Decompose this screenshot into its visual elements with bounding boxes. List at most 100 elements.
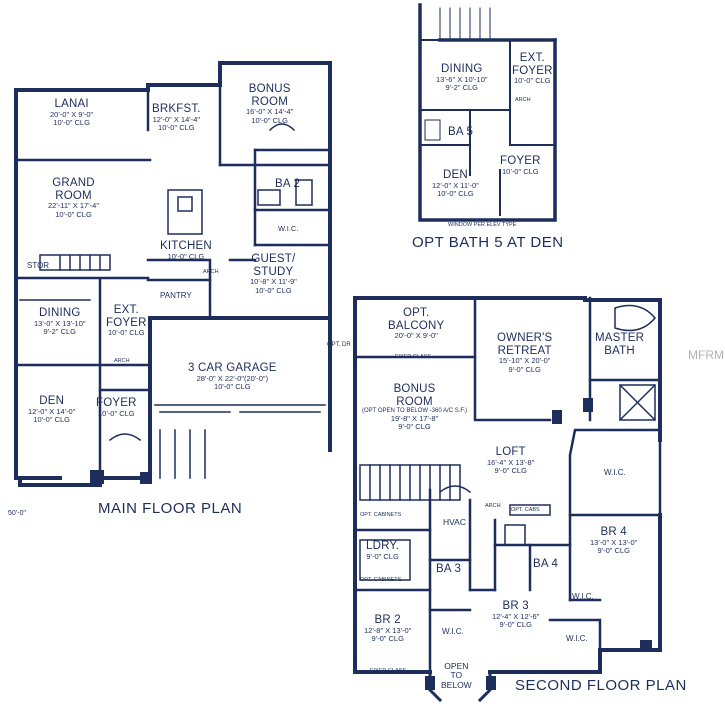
opt-foyer-name: FOYER <box>500 155 541 167</box>
br2-name: BR 2 <box>374 614 401 626</box>
room-dining-main: DINING 13'-0" X 13'-10" 9'-2" CLG <box>34 307 86 336</box>
room-lanai: LANAI 20'-0" X 9'-0" 10'-0" CLG <box>50 98 93 127</box>
brkfst-dims: 12'-0" X 14'-4" <box>152 114 201 124</box>
br3-ceiling: 9'-0" CLG <box>499 619 532 629</box>
room-br4: BR 4 13'-0" X 13'-0" 9'-0" CLG <box>590 526 637 555</box>
room-ba4: BA 4 <box>533 558 559 570</box>
loft-name: LOFT <box>495 446 526 458</box>
open-below-2: TO <box>450 670 463 681</box>
guest-name-2: STUDY <box>253 265 294 278</box>
room-kitchen: KITCHEN 10'-0" CLG <box>160 240 212 261</box>
opt-dining-name: DINING <box>441 63 483 75</box>
fixed-glass-balcony: FIXED GLASS <box>395 354 432 360</box>
balcony-name-1: OPT. <box>403 307 430 319</box>
opt-den-ceiling: 10'-0" CLG <box>437 188 474 198</box>
dining-main-ceiling: 9'-2" CLG <box>43 326 76 336</box>
bonus-main-dims: 16'-0" X 14'-4" <box>246 107 294 117</box>
br3-name: BR 3 <box>502 600 529 612</box>
lanai-ceiling: 10'-0" CLG <box>53 117 90 127</box>
br4-ceiling: 9'-0" CLG <box>597 545 630 555</box>
arch-label-opt: ARCH <box>515 97 531 103</box>
opt-foyer-ceiling: 10'-0" CLG <box>502 166 539 176</box>
opt-dining-ceiling: 9'-2" CLG <box>445 82 478 92</box>
room-wic-main: W.I.C. <box>278 224 299 233</box>
garage-ceiling: 10'-0" CLG <box>214 381 251 391</box>
fixed-glass-br2: FIXED GLASS <box>370 668 407 674</box>
second-floor-plan-title: SECOND FLOOR PLAN <box>515 677 687 694</box>
room-wic-br3: W.I.C. <box>566 634 588 643</box>
room-bonus-main: BONUS ROOM 16'-0" X 14'-4" 10'-0" CLG <box>246 83 293 125</box>
bonus-2-note: (OPT OPEN TO BELOW -360 A/C S.F.) <box>362 408 468 415</box>
room-den-main: DEN 12'-0" X 14'-0" 10'-0" CLG <box>28 395 75 424</box>
room-grand: GRAND ROOM 22'-11" X 17'-4" 10'-0" CLG <box>48 177 99 219</box>
room-balcony: OPT. BALCONY 20'-0" X 9'-0" <box>388 307 444 341</box>
master-bath-name-1: MASTER <box>595 332 645 344</box>
opt-bath-title: OPT BATH 5 AT DEN <box>412 234 564 251</box>
grand-ceiling: 10'-0" CLG <box>55 209 92 219</box>
foyer-main-name: FOYER <box>96 397 137 409</box>
kitchen-name: KITCHEN <box>160 240 212 252</box>
room-bonus-second: BONUS ROOM (OPT OPEN TO BELOW -360 A/C S… <box>362 383 467 431</box>
lanai-name: LANAI <box>54 98 89 110</box>
open-below-3: BELOW <box>441 679 472 690</box>
guest-name-1: GUEST/ <box>251 253 296 265</box>
owners-ceiling: 9'-0" CLG <box>508 364 541 374</box>
grand-name-1: GRAND <box>52 177 95 189</box>
room-br2: BR 2 12'-8" X 13'-0" 9'-0" CLG <box>364 614 411 643</box>
opt-den-dims: 12'-0" X 11'-0" <box>432 180 479 190</box>
room-opt-ba5: BA 5 <box>448 126 474 138</box>
opt-plan-interior-walls <box>419 39 556 216</box>
bonus-2-ceiling: 9'-0" CLG <box>398 422 431 432</box>
den-main-dims: 12'-0" X 14'-0" <box>28 406 76 416</box>
foyer-main-ceiling: 10'-0" CLG <box>98 408 135 418</box>
guest-ceiling: 10'-0" CLG <box>255 285 292 295</box>
room-wic-br2: W.I.C. <box>442 627 464 636</box>
open-to-below: OPEN TO BELOW <box>441 661 472 690</box>
room-opt-den: DEN 12'-0" X 11'-0" 10'-0" CLG <box>432 169 479 198</box>
opt-den-name: DEN <box>442 169 468 181</box>
opt-cabinets-ldry-bottom: OPT. CABINETS <box>360 577 402 583</box>
brkfst-ceiling: 10'-0" CLG <box>158 122 195 132</box>
bonus-main-name-1: BONUS <box>248 83 291 95</box>
opt-extfoyer-name-1: EXT. <box>519 52 545 64</box>
arch-label-loft: ARCH <box>485 503 501 509</box>
extfoyer-main-ceiling: 10'-0" CLG <box>108 328 145 338</box>
lanai-dims: 20'-0" X 9'-0" <box>50 109 94 119</box>
kitchen-ceiling: 10'-0" CLG <box>167 251 205 261</box>
room-garage: 3 CAR GARAGE 28'-0" X 22'-0"(20'-0") 10'… <box>188 362 277 391</box>
opt-cabs-label: OPT. CABS <box>511 507 540 513</box>
ldry-ceiling: 9'-0" CLG <box>366 551 399 561</box>
room-opt-foyer: FOYER 10'-0" CLG <box>500 155 541 176</box>
loft-dims: 16'-4" X 13'-8" <box>487 457 535 467</box>
room-stor: STOR <box>27 261 50 270</box>
dining-main-dims: 13'-0" X 13'-10" <box>34 318 86 328</box>
brkfst-name: BRKFST. <box>152 103 201 115</box>
extfoyer-main-name-1: EXT. <box>113 304 139 316</box>
owners-name-1: OWNER'S <box>497 332 553 344</box>
br2-ceiling: 9'-0" CLG <box>371 633 404 643</box>
opt-extfoyer-name-2: FOYER <box>512 64 553 77</box>
main-floor-details <box>19 123 326 479</box>
room-brkfst: BRKFST. 12'-0" X 14'-4" 10'-0" CLG <box>152 103 201 132</box>
room-wic-master: W.I.C. <box>604 468 626 477</box>
bonus-main-name-2: ROOM <box>251 95 288 108</box>
den-main-ceiling: 10'-0" CLG <box>33 414 70 424</box>
bonus-2-name-2: ROOM <box>396 395 433 408</box>
opt-plan-outer-walls <box>418 3 557 222</box>
room-ldry: LDRY. 9'-0" CLG <box>366 540 399 561</box>
main-floor-interior-walls <box>14 83 332 480</box>
loft-ceiling: 9'-0" CLG <box>494 465 527 475</box>
balcony-dims: 20'-0" X 9'-0" <box>394 331 438 341</box>
room-loft: LOFT 16'-4" X 13'-8" 9'-0" CLG <box>487 446 534 475</box>
br4-name: BR 4 <box>600 526 627 538</box>
den-main-name: DEN <box>39 395 65 407</box>
opt-dining-dims: 13'-6" X 10'-10" <box>436 74 488 84</box>
room-opt-dining: DINING 13'-6" X 10'-10" 9'-2" CLG <box>436 63 488 92</box>
open-below-1: OPEN <box>444 661 469 671</box>
room-foyer-main: FOYER 10'-0" CLG <box>96 397 137 418</box>
second-floor-details <box>359 304 657 581</box>
arch-label-main: ARCH <box>114 358 130 364</box>
grand-name-2: ROOM <box>55 189 92 202</box>
extfoyer-main-name-2: FOYER <box>106 316 147 329</box>
